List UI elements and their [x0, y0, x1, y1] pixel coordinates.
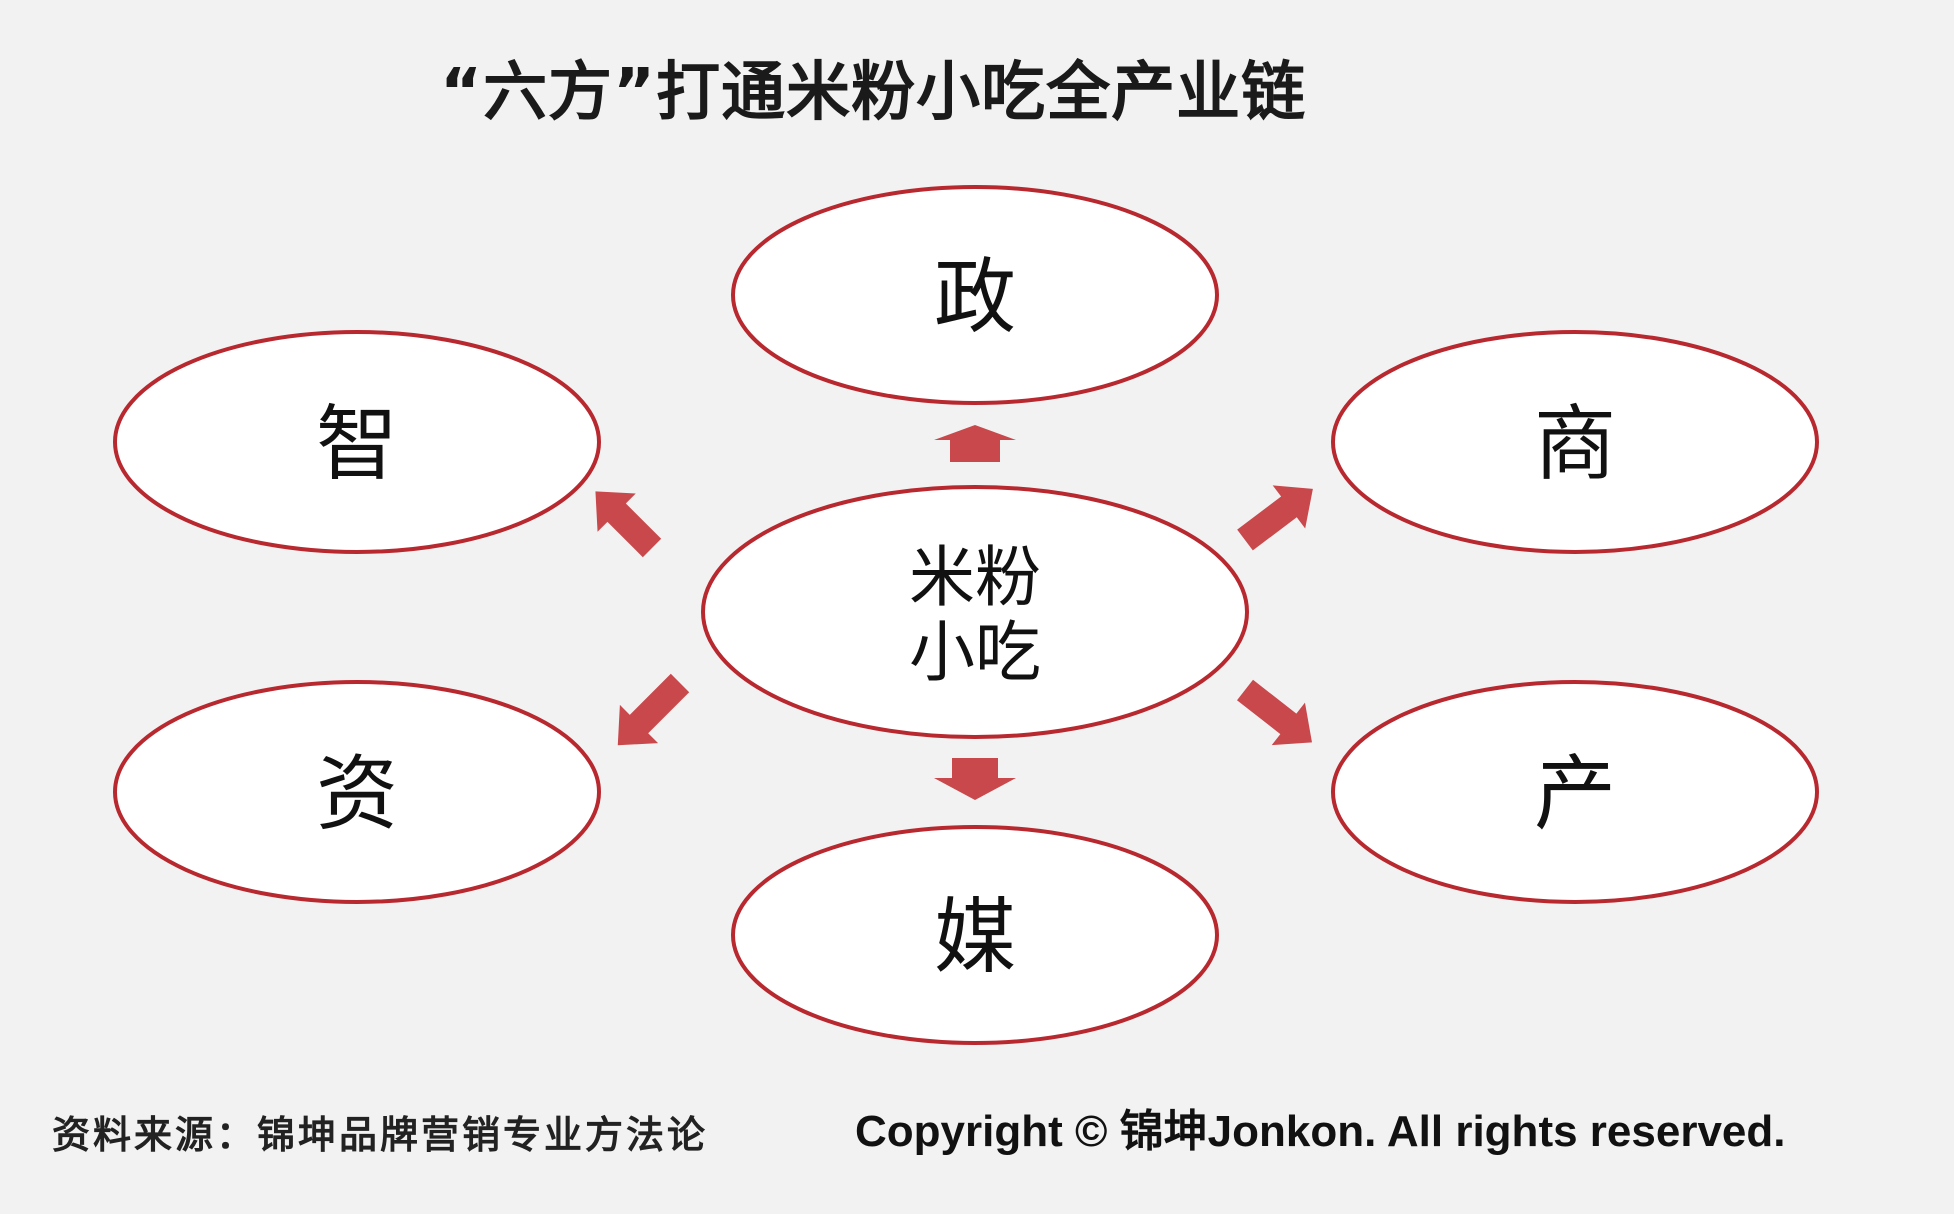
- node-chan: 产: [1331, 680, 1819, 904]
- diagram-title: “六方”打通米粉小吃全产业链: [440, 56, 1307, 130]
- node-zhi-ellipse: [113, 330, 601, 554]
- node-center-label-line2: 小吃: [909, 614, 1041, 691]
- node-zi-ellipse: [113, 680, 601, 904]
- node-center: 米粉 小吃: [701, 485, 1249, 739]
- node-zheng-label: 政: [934, 250, 1016, 345]
- node-mei: 媒: [731, 825, 1219, 1045]
- node-center-label-line1: 米粉: [909, 539, 1041, 616]
- node-center-ellipse: [701, 485, 1249, 739]
- arrow-downleft-icon: [617, 673, 690, 746]
- node-zi: 资: [113, 680, 601, 904]
- node-zhi-label: 智: [316, 397, 398, 492]
- copyright-note: Copyright © 锦坤Jonkon. All rights reserve…: [855, 1107, 1786, 1156]
- node-shang-ellipse: [1331, 330, 1819, 554]
- node-shang: 商: [1331, 330, 1819, 554]
- node-mei-ellipse: [731, 825, 1219, 1045]
- node-zhi: 智: [113, 330, 601, 554]
- node-chan-label: 产: [1534, 747, 1616, 842]
- node-chan-ellipse: [1331, 680, 1819, 904]
- arrow-down-icon: [934, 758, 1016, 800]
- source-note: 资料来源：锦坤品牌营销专业方法论: [52, 1112, 709, 1157]
- node-mei-label: 媒: [934, 890, 1016, 985]
- node-zheng-ellipse: [731, 185, 1219, 405]
- node-zi-label: 资: [316, 747, 398, 842]
- node-zheng: 政: [731, 185, 1219, 405]
- arrow-upleft-icon: [595, 491, 662, 558]
- node-shang-label: 商: [1534, 397, 1616, 492]
- arrow-downright-icon: [1236, 679, 1312, 746]
- arrow-upright-icon: [1237, 485, 1313, 551]
- arrow-up-icon: [934, 425, 1016, 462]
